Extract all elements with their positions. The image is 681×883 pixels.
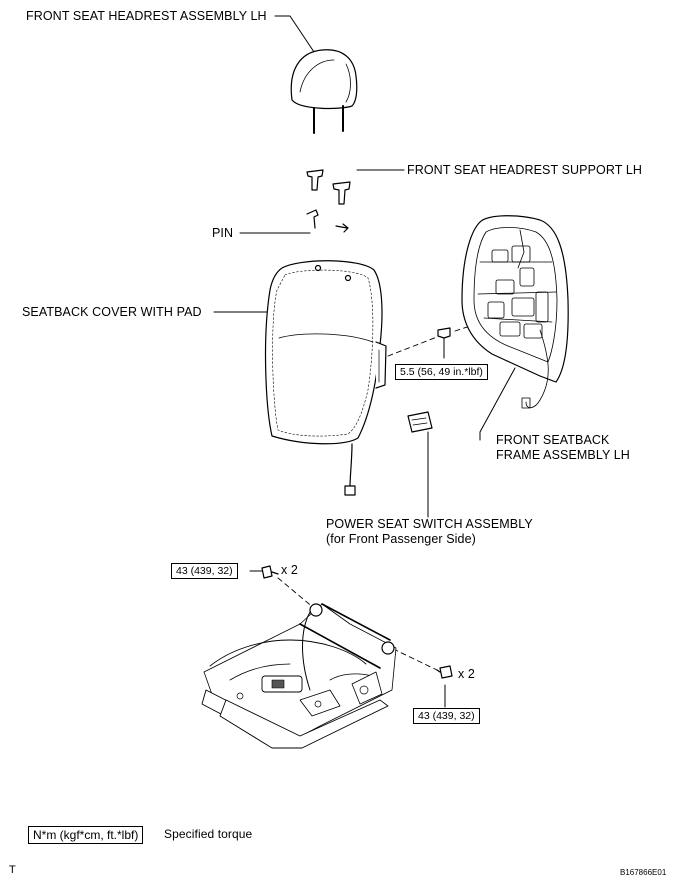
headrest-supports-drawing xyxy=(306,169,351,205)
legend-unit-box: N*m (kgf*cm, ft.*lbf) xyxy=(28,826,144,844)
power-switch-drawing xyxy=(407,411,433,433)
corner-mark-left: T xyxy=(9,864,16,876)
cushion-bolts-drawing xyxy=(261,565,453,679)
torque-box-frame: 5.5 (56, 49 in.*lbf) xyxy=(395,364,488,380)
label-headrest-support: FRONT SEAT HEADREST SUPPORT LH xyxy=(407,163,643,177)
label-seatback-cover: SEATBACK COVER WITH PAD xyxy=(22,305,202,319)
seat-track-drawing xyxy=(201,603,397,749)
seatback-cover-drawing xyxy=(264,260,387,496)
label-headrest: FRONT SEAT HEADREST ASSEMBLY LH xyxy=(26,9,267,23)
torque-box-front: 43 (439, 32) xyxy=(413,708,480,724)
seatback-frame-drawing xyxy=(461,215,569,409)
label-pin: PIN xyxy=(212,226,234,240)
quantity-rear: x 2 xyxy=(281,563,298,577)
torque-box-rear: 43 (439, 32) xyxy=(171,563,238,579)
label-frame-line2: FRAME ASSEMBLY LH xyxy=(496,448,630,462)
quantity-front: x 2 xyxy=(458,667,475,681)
label-switch-line1: POWER SEAT SWITCH ASSEMBLY xyxy=(326,517,533,531)
pins-drawing xyxy=(306,209,349,233)
legend-description: Specified torque xyxy=(164,827,253,841)
figure-id: B167866E01 xyxy=(620,868,667,877)
headrest-drawing xyxy=(290,49,358,134)
label-switch-line2: (for Front Passenger Side) xyxy=(326,532,476,546)
label-frame-line1: FRONT SEATBACK xyxy=(496,433,610,447)
frame-screw-drawing xyxy=(437,327,451,339)
leader-lines xyxy=(213,15,516,708)
